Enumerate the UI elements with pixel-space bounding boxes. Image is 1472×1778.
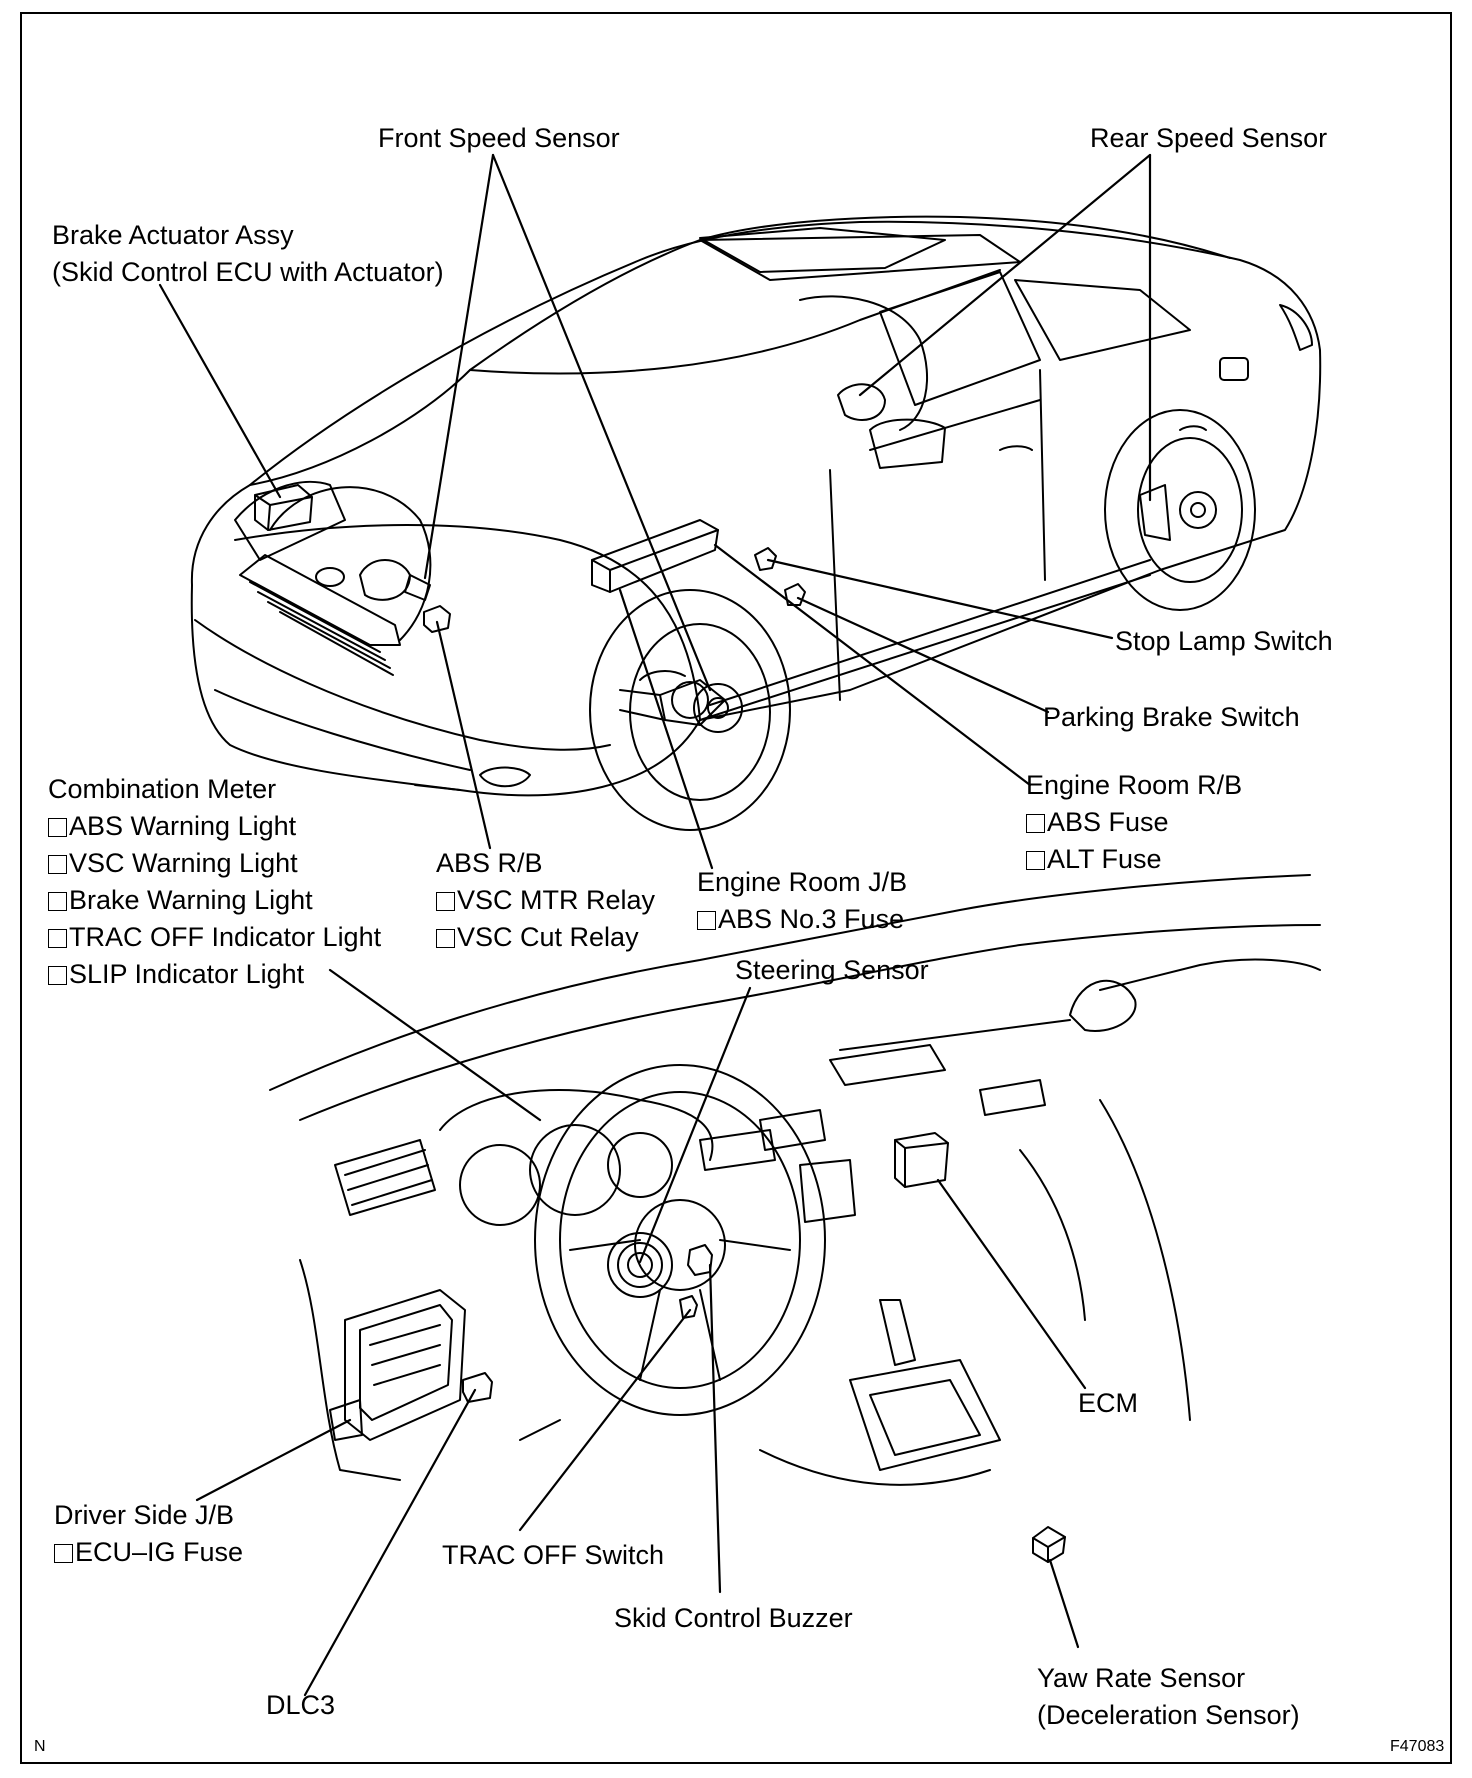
engine-room-jb-item: ABS No.3 Fuse [697, 901, 907, 938]
checkbox-icon [48, 892, 67, 911]
leader-lines [158, 153, 1152, 1697]
vsc-cut-relay-label: VSC Cut Relay [457, 922, 639, 952]
engine-room-jb-title: Engine Room J/B [697, 867, 908, 897]
abs-rb-label: ABS R/B VSC MTR Relay VSC Cut Relay [436, 845, 655, 956]
combination-meter-item: VSC Warning Light [48, 845, 381, 882]
engine-room-jb-label: Engine Room J/B ABS No.3 Fuse [697, 864, 907, 938]
driver-side-jb-title: Driver Side J/B [54, 1500, 235, 1530]
engine-room-rb-item: ALT Fuse [1026, 841, 1242, 878]
combination-meter-title: Combination Meter [48, 774, 277, 804]
front-speed-sensor-label: Front Speed Sensor [378, 123, 620, 153]
steering-sensor-label: Steering Sensor [735, 955, 929, 985]
checkbox-icon [697, 911, 716, 930]
abs-rb-title: ABS R/B [436, 848, 543, 878]
stop-lamp-switch-label: Stop Lamp Switch [1115, 626, 1333, 656]
figure-frame [20, 12, 1452, 1764]
abs-rb-item: VSC MTR Relay [436, 882, 655, 919]
yaw-rate-sensor-label: Yaw Rate Sensor (Deceleration Sensor) [1037, 1660, 1300, 1734]
skid-control-buzzer-label: Skid Control Buzzer [614, 1603, 853, 1633]
slip-indicator-label: SLIP Indicator Light [69, 959, 305, 989]
corner-mark: N [34, 1738, 46, 1755]
abs-fuse-label: ABS Fuse [1047, 807, 1169, 837]
combination-meter-item: Brake Warning Light [48, 882, 381, 919]
figure-id: F47083 [1390, 1738, 1445, 1755]
driver-side-jb-item: ECU–IG Fuse [54, 1534, 243, 1571]
abs-warning-light-label: ABS Warning Light [69, 811, 297, 841]
vsc-warning-light-label: VSC Warning Light [69, 848, 298, 878]
checkbox-icon [1026, 851, 1045, 870]
dlc3-label: DLC3 [266, 1690, 336, 1720]
ecu-ig-fuse-label: ECU–IG Fuse [75, 1537, 244, 1567]
rear-speed-sensor-label: Rear Speed Sensor [1090, 123, 1328, 153]
combination-meter-item: SLIP Indicator Light [48, 956, 381, 993]
abs-no3-fuse-label: ABS No.3 Fuse [718, 904, 905, 934]
checkbox-icon [1026, 814, 1045, 833]
alt-fuse-label: ALT Fuse [1047, 844, 1162, 874]
checkbox-icon [436, 929, 455, 948]
brake-actuator-subtitle: (Skid Control ECU with Actuator) [52, 257, 444, 287]
checkbox-icon [54, 1544, 73, 1563]
trac-off-switch-label: TRAC OFF Switch [442, 1540, 665, 1570]
yaw-rate-sensor-title: Yaw Rate Sensor [1037, 1663, 1246, 1693]
engine-room-rb-item: ABS Fuse [1026, 804, 1242, 841]
checkbox-icon [48, 818, 67, 837]
checkbox-icon [48, 929, 67, 948]
car-illustration [190, 215, 1322, 831]
ecm-label: ECM [1078, 1388, 1138, 1418]
abs-rb-item: VSC Cut Relay [436, 919, 655, 956]
brake-warning-light-label: Brake Warning Light [69, 885, 313, 915]
parking-brake-switch-label: Parking Brake Switch [1043, 702, 1300, 732]
trac-off-indicator-label: TRAC OFF Indicator Light [69, 922, 382, 952]
checkbox-icon [436, 892, 455, 911]
driver-side-jb-label: Driver Side J/B ECU–IG Fuse [54, 1497, 243, 1571]
combination-meter-item: TRAC OFF Indicator Light [48, 919, 381, 956]
vsc-mtr-relay-label: VSC MTR Relay [457, 885, 656, 915]
checkbox-icon [48, 966, 67, 985]
engine-room-rb-label: Engine Room R/B ABS Fuse ALT Fuse [1026, 767, 1242, 878]
engine-room-rb-title: Engine Room R/B [1026, 770, 1243, 800]
combination-meter-label: Combination Meter ABS Warning Light VSC … [48, 771, 381, 993]
interior-illustration [269, 874, 1321, 1563]
brake-actuator-label: Brake Actuator Assy (Skid Control ECU wi… [52, 217, 444, 291]
brake-actuator-title: Brake Actuator Assy [52, 220, 294, 250]
combination-meter-item: ABS Warning Light [48, 808, 381, 845]
checkbox-icon [48, 855, 67, 874]
yaw-rate-sensor-subtitle: (Deceleration Sensor) [1037, 1700, 1300, 1730]
